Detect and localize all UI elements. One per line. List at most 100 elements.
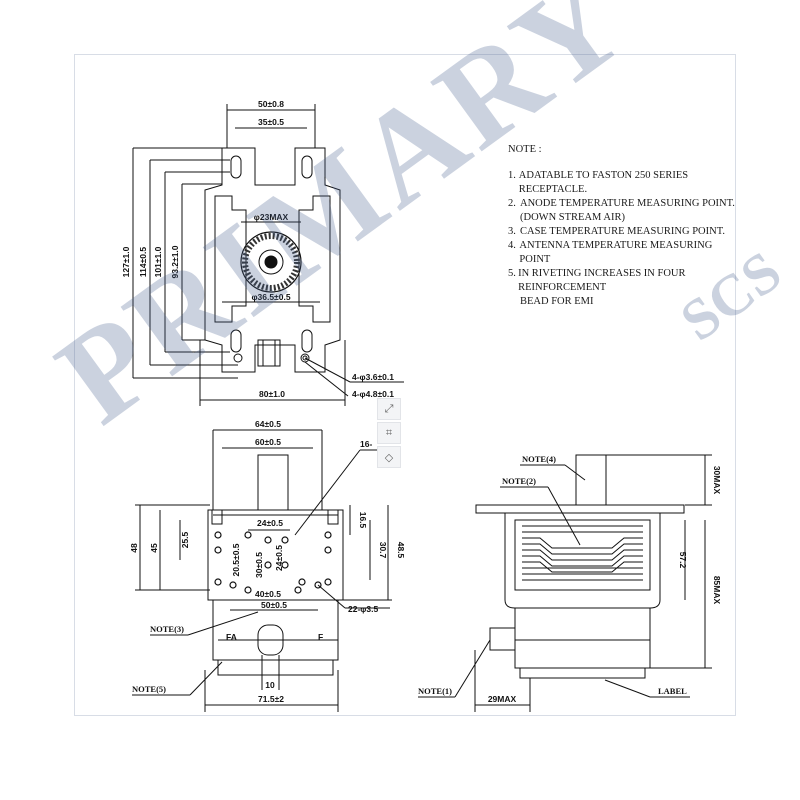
leader-line (454, 639, 491, 698)
note-number: 4. (508, 240, 516, 251)
top-view: 50±0.8 35±0.5 φ23MAX φ36.5±0.5 127±1.0 1… (121, 99, 404, 406)
note-number: 2. (508, 198, 516, 209)
note1-label: NOTE(1) (418, 686, 452, 696)
side-antenna (575, 454, 607, 506)
dim-22: 22-φ3.5 (348, 604, 378, 614)
leader-line (547, 486, 581, 546)
dim-20-5: 20.5±0.5 (231, 543, 241, 576)
side-flange (475, 504, 685, 514)
dim-height-101: 101±1.0 (153, 246, 163, 277)
leader-line (294, 449, 361, 536)
dim-holes-b: 4-φ4.8±0.1 (352, 389, 394, 399)
note3-label: NOTE(3) (150, 624, 184, 634)
note-item: 4.ANTENNA TEMPERATURE MEASURING POINT (508, 239, 735, 267)
note4-label: NOTE(4) (522, 454, 556, 464)
dim-25-5: 25.5 (180, 531, 190, 548)
hole (281, 561, 289, 569)
note-text: ANTENNA TEMPERATURE MEASURING POINT (519, 240, 713, 265)
dim-57-2: 57.2 (678, 552, 688, 569)
floating-toolbar: ⤢ ⌗ ◇ (377, 398, 403, 470)
note-text: ANODE TEMPERATURE MEASURING POINT. (520, 198, 735, 209)
front-antenna (257, 454, 289, 511)
dim-50: 50±0.5 (261, 600, 287, 610)
dim-16: 16- (360, 439, 372, 449)
dim-24b: 24±0.5 (274, 545, 284, 571)
note-number: 5. (508, 268, 516, 279)
terminal-block (257, 339, 281, 367)
dim-30: 30±0.5 (254, 552, 264, 578)
notes-block: NOTE : 1.ADATABLE TO FASTON 250 SERIES R… (508, 143, 735, 309)
antenna-dome (240, 231, 302, 293)
dim-45: 45 (149, 543, 159, 553)
hole (264, 561, 272, 569)
hole (324, 546, 332, 554)
dim-48: 48 (129, 543, 139, 553)
antenna-cap (258, 249, 284, 275)
notes-header: NOTE : (508, 144, 542, 155)
cooling-fins (514, 519, 651, 591)
dim-base-width: 80±1.0 (259, 389, 285, 399)
note-text: IN RIVETING INCREASES IN FOUR REINFORCEM… (518, 268, 686, 293)
dim-30max: 30MAX (712, 466, 722, 495)
mounting-slot (301, 329, 313, 353)
side-base (519, 667, 646, 679)
dim-width-outer: 50±0.8 (258, 99, 284, 109)
leader-line (304, 357, 351, 383)
dim-10: 10 (265, 680, 275, 690)
dim-48-5: 48.5 (396, 542, 406, 559)
dim-85max: 85MAX (712, 576, 722, 605)
side-filter (489, 627, 516, 651)
leader-line (304, 361, 349, 397)
hole (294, 586, 302, 594)
hole (264, 536, 272, 544)
note-continuation: (DOWN STREAM AIR) (520, 212, 625, 223)
hole (214, 546, 222, 554)
note-number: 3. (508, 226, 516, 237)
leader-line (604, 679, 651, 698)
hole (214, 531, 222, 539)
hole (229, 581, 237, 589)
eraser-icon[interactable]: ◇ (377, 446, 401, 468)
dim-64: 64±0.5 (255, 419, 281, 429)
dim-60: 60±0.5 (255, 437, 281, 447)
front-view: 64±0.5 60±0.5 16- 24±0.5 16.5 30.7 48.5 … (129, 419, 406, 712)
flange-tab (211, 509, 223, 525)
flange-tab (327, 509, 339, 525)
note-number: 1. (508, 170, 516, 181)
top-plate-inner-right (298, 195, 331, 323)
dim-width-inner: 35±0.5 (258, 117, 284, 127)
mounting-hole (233, 353, 243, 363)
dim-f: F (318, 632, 323, 642)
note-item: 3. CASE TEMPERATURE MEASURING POINT. (508, 225, 735, 239)
mounting-slot (230, 155, 242, 179)
expand-icon[interactable]: ⤢ (377, 398, 401, 420)
dim-40: 40±0.5 (255, 589, 281, 599)
dim-antenna: φ23MAX (254, 212, 289, 222)
note-item: 2. ANODE TEMPERATURE MEASURING POINT. (508, 197, 735, 211)
note5-label: NOTE(5) (132, 684, 166, 694)
crop-icon[interactable]: ⌗ (377, 422, 401, 444)
drawing-sheet: NOTE : 1.ADATABLE TO FASTON 250 SERIES R… (74, 54, 736, 716)
dim-fa: FA (226, 632, 237, 642)
note-text: CASE TEMPERATURE MEASURING POINT. (520, 226, 725, 237)
hole (298, 578, 306, 586)
dim-height-127: 127±1.0 (121, 246, 131, 277)
dim-71-5: 71.5±2 (258, 694, 284, 704)
note-text: ADATABLE TO FASTON 250 SERIES RECEPTACLE… (518, 170, 689, 195)
dim-holes-a: 4-φ3.6±0.1 (352, 372, 394, 382)
antenna-mesh (242, 233, 300, 291)
leader-line (189, 661, 223, 696)
antenna-tip (264, 255, 278, 269)
note2-label: NOTE(2) (502, 476, 536, 486)
dim-29max: 29MAX (488, 694, 517, 704)
hole (281, 536, 289, 544)
label-callout: LABEL (658, 686, 687, 696)
note-item: 5.IN RIVETING INCREASES IN FOUR REINFORC… (508, 267, 735, 295)
dim-24a: 24±0.5 (257, 518, 283, 528)
hole (214, 578, 222, 586)
side-view: 30MAX 57.2 85MAX 29MAX NOTE(4) NOTE(2) N… (418, 454, 722, 712)
hole (324, 578, 332, 586)
dim-bolt-circle: φ36.5±0.5 (251, 292, 290, 302)
dim-height-114: 114±0.5 (138, 247, 148, 277)
